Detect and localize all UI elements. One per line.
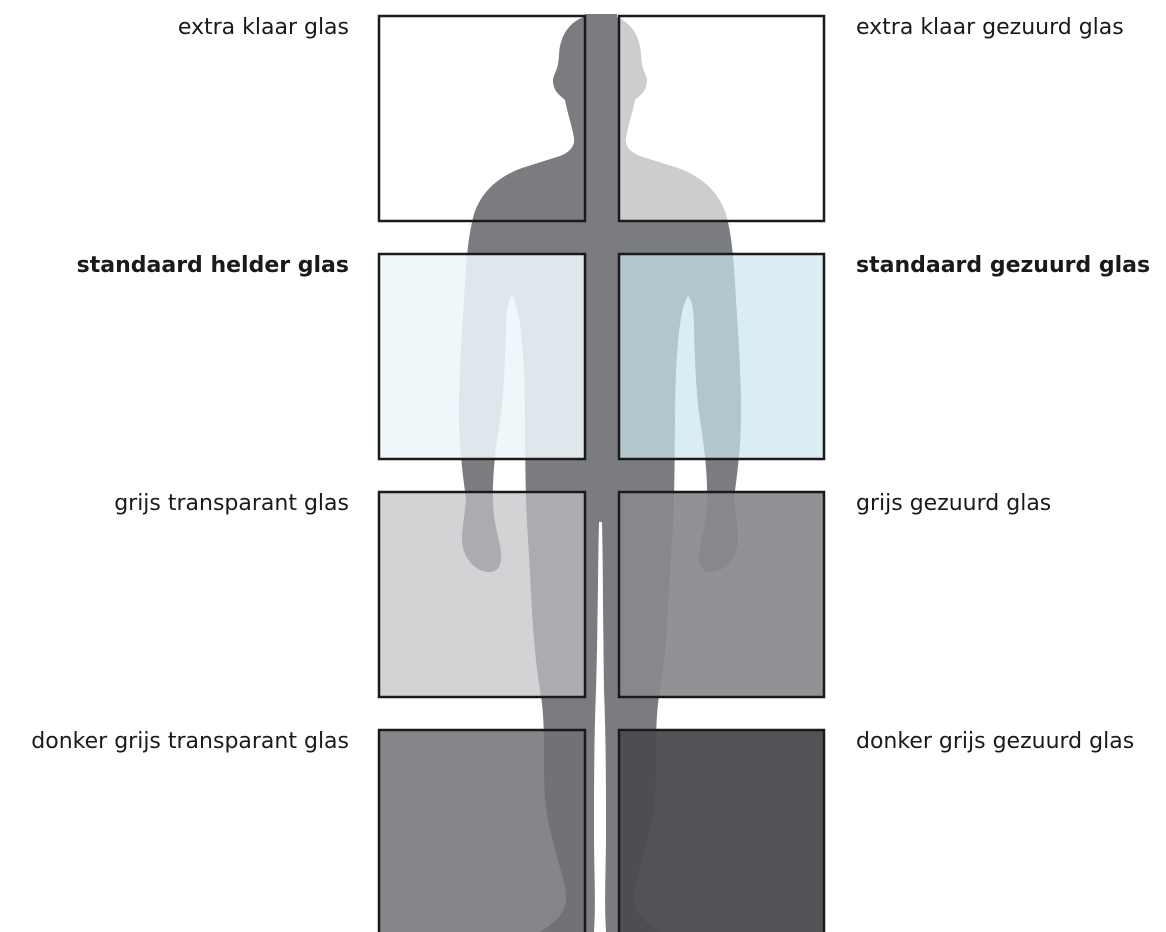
panel-dark-grey-transparent xyxy=(379,730,585,932)
panel-extra-clear-frosted xyxy=(619,16,824,221)
panel-grey-frosted xyxy=(619,492,824,697)
panel-standard-frosted xyxy=(619,254,824,459)
panel-grey-transparent xyxy=(379,492,585,697)
center-divider xyxy=(585,14,617,522)
panel-dark-grey-frosted xyxy=(619,730,824,932)
panel-extra-clear xyxy=(379,16,585,221)
panel-standard-clear xyxy=(379,254,585,459)
